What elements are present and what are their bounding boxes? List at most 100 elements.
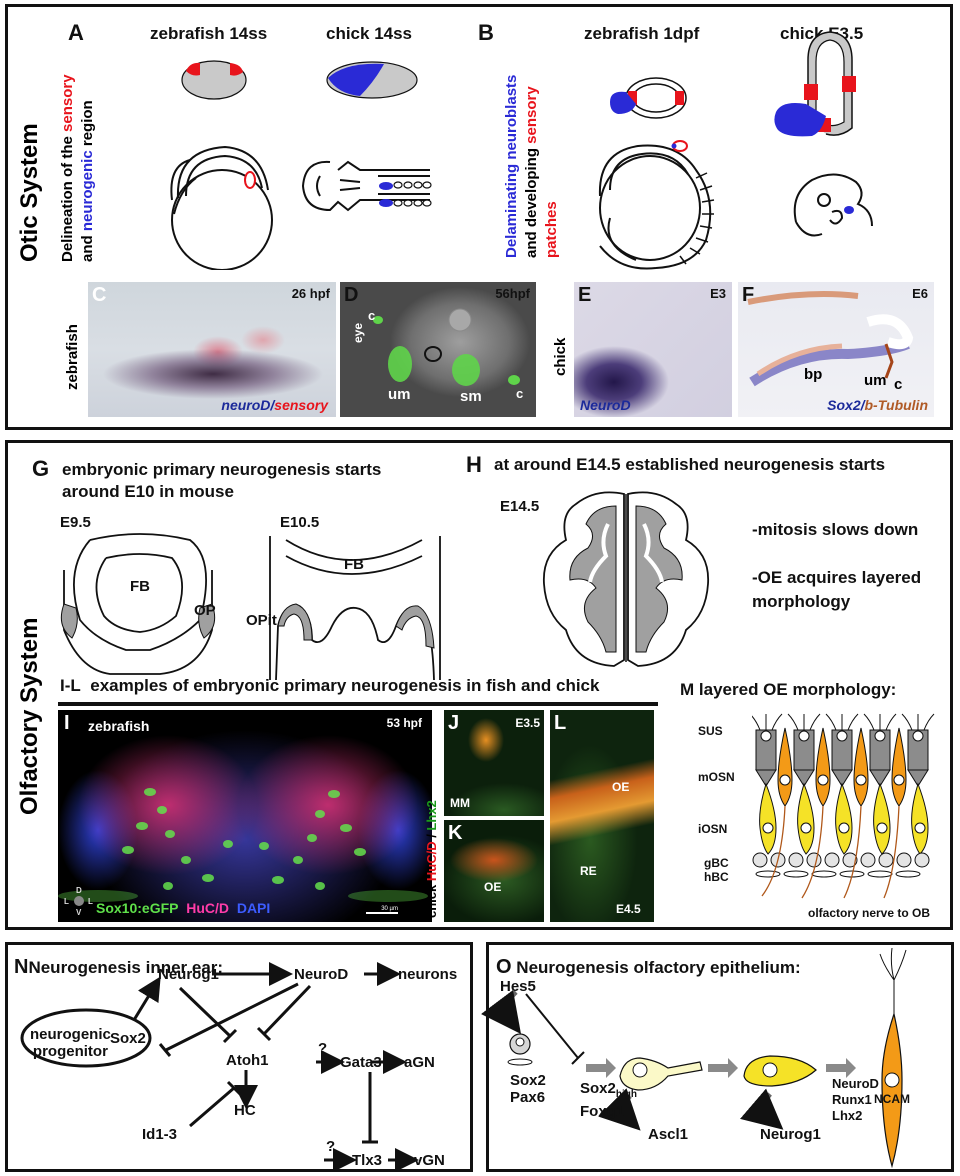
panel-a-zebrafish-title: zebrafish 14ss — [150, 24, 268, 43]
micrograph-i-species: zebrafish — [88, 718, 150, 734]
panel-b-letter: B — [478, 20, 494, 45]
panel-a-drawings — [170, 60, 432, 270]
micrograph-d-sm: sm — [460, 388, 482, 405]
micrograph-i: I zebrafish 53 hpf D L L V Sox10:eGFP Hu… — [58, 710, 432, 922]
ck-e35-embryo — [793, 173, 873, 237]
micrograph-c-letter: C — [92, 284, 107, 306]
micrograph-e-time: E3 — [710, 286, 726, 301]
ck-e35-sensory-2 — [842, 76, 856, 92]
micrograph-f-time: E6 — [912, 286, 928, 301]
zf-embryo-14ss — [170, 145, 273, 270]
panel-g-fb-e95: FB — [130, 578, 150, 595]
micrograph-i-legend: Sox10:eGFP HuC/D DAPI — [96, 900, 271, 916]
micrograph-j: J E3.5 MM — [444, 710, 544, 816]
panel-a-letter: A — [68, 20, 84, 45]
node-tlx3: Tlx3 — [352, 1152, 383, 1169]
compass-icon — [74, 896, 84, 906]
micrograph-f-c: c — [894, 376, 903, 393]
panel-h-title: at around E14.5 established neurogenesis… — [494, 455, 886, 474]
ck-embryo-14ss — [301, 160, 430, 212]
panel-h-drawing — [543, 491, 709, 667]
panel-m-nerve: olfactory nerve to OB — [808, 906, 931, 920]
panel-g-drawings — [60, 533, 441, 681]
micrograph-c-time: 26 hpf — [291, 286, 330, 301]
micrograph-j-time: E3.5 — [515, 716, 540, 730]
micrograph-k-letter: K — [448, 822, 463, 844]
micrograph-l-time: E4.5 — [616, 902, 641, 916]
o-hes5: Hes5 — [500, 978, 536, 995]
o-ascl1: Ascl1 — [648, 1126, 689, 1143]
ck-e35-sensory-1 — [804, 84, 818, 100]
zf-sensory-patch-anterior — [186, 62, 200, 76]
micrograph-i-scale-label: 30 µm — [381, 906, 398, 912]
zf-1dpf-sensory-ant — [628, 91, 637, 105]
olfactory-panel — [5, 440, 953, 930]
micrograph-i-time: 53 hpf — [386, 716, 422, 730]
micrograph-j-letter: J — [448, 712, 460, 734]
panel-h-letter: H — [466, 452, 482, 477]
panel-n-title: NNeurogenesis inner ear: — [14, 956, 224, 978]
ck-embryo-otic-bottom — [379, 199, 393, 207]
ck-embryo-otic-top — [379, 182, 393, 190]
micrograph-k: K OE — [444, 820, 544, 922]
panel-n-network — [20, 962, 419, 1172]
micrograph-k-oe: OE — [484, 880, 502, 894]
micrograph-d-eye: eye — [351, 322, 366, 344]
panel-g-fb-e105: FB — [344, 556, 364, 573]
node-vgn: vGN — [414, 1152, 445, 1169]
micrograph-jk-side-label: chick HuC/D / Lhx2 — [424, 800, 439, 918]
micrograph-l-letter: L — [554, 712, 567, 734]
panel-m-gbc: gBC — [704, 856, 729, 870]
panel-g-letter: G — [32, 456, 50, 481]
micrograph-i-letter: I — [64, 712, 70, 734]
otic-panel — [5, 4, 953, 430]
micrograph-e-letter: E — [578, 284, 592, 306]
micrograph-d: D 56hpf eye c um sm c — [340, 282, 536, 417]
micrograph-d-c-right: c — [516, 386, 524, 401]
panel-o-diagram — [481, 947, 907, 1169]
ck-e35-neuroblasts — [774, 103, 826, 137]
panel-m-epithelium — [752, 713, 935, 899]
node-id13: Id1-3 — [142, 1126, 178, 1143]
panel-il-heading: I-L examples of embryonic primary neurog… — [60, 676, 600, 695]
panel-g-e95: E9.5 — [60, 514, 91, 531]
micrograph-l-oe: OE — [612, 780, 630, 794]
micrograph-d-um: um — [388, 386, 411, 403]
panel-n — [5, 942, 473, 1172]
node-gata3: Gata3 — [340, 1054, 382, 1071]
micrograph-i-axes: D L L V — [64, 886, 93, 917]
micrograph-d-letter: D — [344, 284, 359, 306]
micrograph-j-mm: MM — [450, 796, 470, 810]
progenitor-ellipse — [20, 1008, 152, 1068]
micrograph-e-side-label: chick — [552, 337, 569, 376]
ck-neurogenic-domain — [328, 63, 384, 96]
panel-m-sus: SUS — [698, 724, 723, 738]
node-hc: HC — [234, 1102, 256, 1119]
olfactory-section-label: Olfactory System — [16, 617, 43, 815]
zf-1dpf-neuroblasts — [610, 91, 636, 114]
panel-h-e145: E14.5 — [500, 498, 540, 515]
micrograph-f-bp: bp — [804, 366, 823, 383]
node-neurog1: Neurog1 — [158, 966, 219, 983]
micrograph-c-marker: neuroD/sensory — [221, 397, 328, 413]
node-atoh1: Atoh1 — [226, 1052, 269, 1069]
node-neurod: NeuroD — [294, 966, 349, 983]
panel-b-drawings — [598, 31, 873, 270]
micrograph-i-cells — [58, 788, 428, 902]
node-q2: ? — [326, 1138, 336, 1155]
panel-a-chick-title: chick 14ss — [326, 24, 413, 43]
panel-m-hbc: hBC — [704, 870, 729, 884]
micrograph-i-scalebar — [366, 912, 398, 914]
micrograph-l-re: RE — [580, 864, 597, 878]
micrograph-c-side-label: zebrafish — [64, 324, 81, 390]
node-q1: ? — [318, 1040, 328, 1057]
o-neurog1: Neurog1 — [760, 1126, 821, 1143]
panel-m-mosn: mOSN — [698, 770, 735, 784]
panel-il-rule — [58, 702, 658, 706]
zf-1dpf-sensory-post — [675, 91, 684, 105]
